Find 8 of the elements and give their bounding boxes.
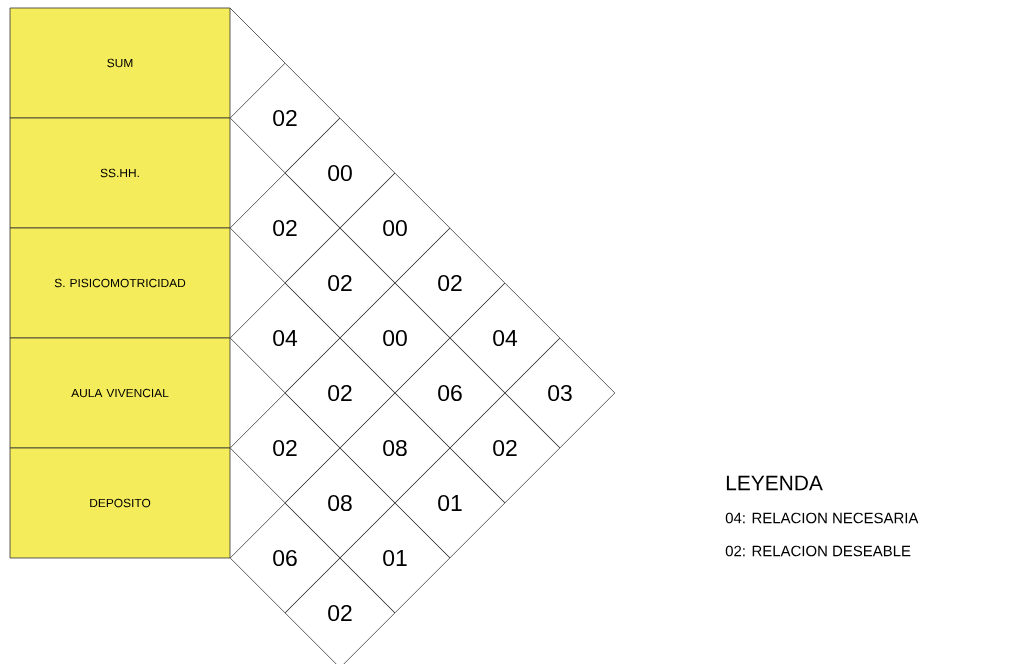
room-box: AULA VIVENCIAL [9, 337, 231, 449]
legend-text: 04: RELACION NECESARIA [725, 512, 919, 524]
legend-text: 02: RELACION DESEABLE [725, 545, 911, 557]
room-box: SUM [9, 7, 231, 119]
room-box: SS.HH. [9, 117, 231, 229]
legend-title: LEYENDA [726, 475, 823, 491]
room-box: S. PISICOMOTRICIDAD [9, 227, 231, 339]
room-box: DEPOSITO [9, 447, 231, 559]
